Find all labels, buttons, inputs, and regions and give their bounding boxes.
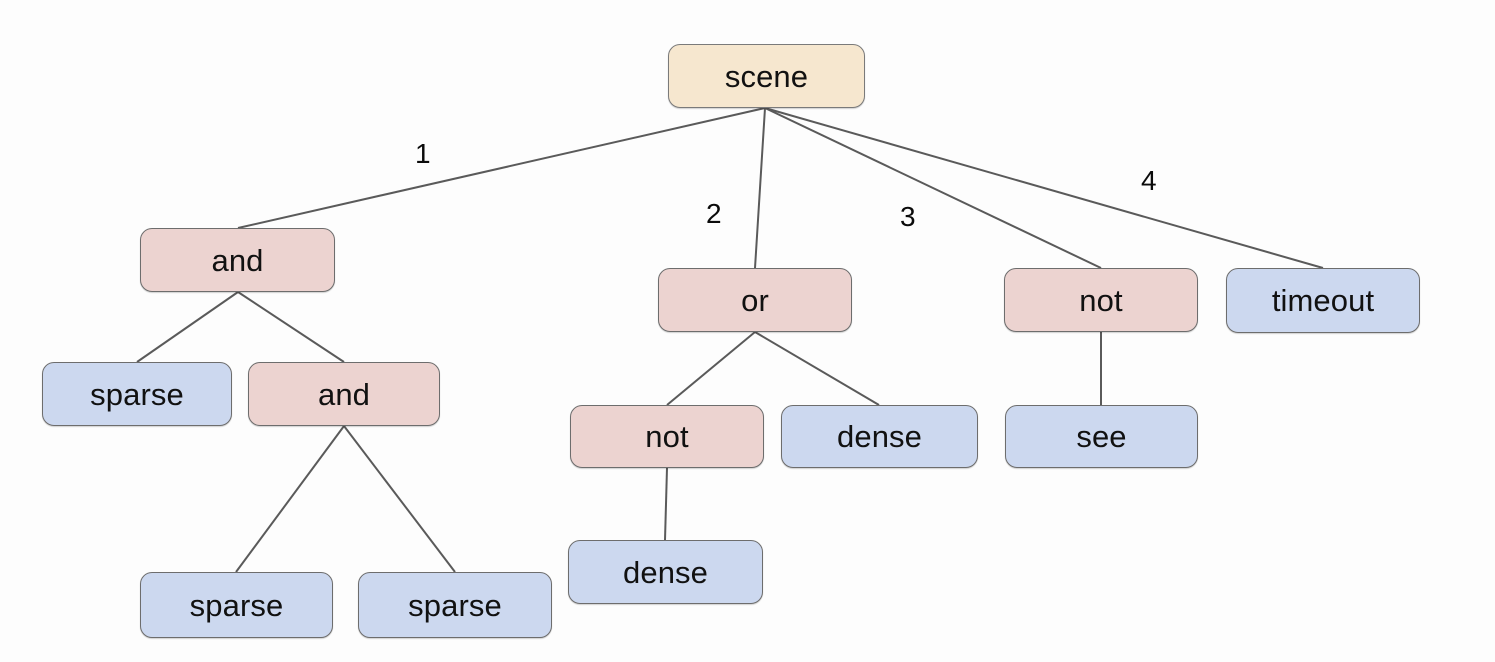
- tree-node-dense2[interactable]: dense: [568, 540, 763, 604]
- edge-label-3: 3: [900, 201, 916, 232]
- edge-label-2: 2: [706, 198, 722, 229]
- tree-node-label: or: [741, 282, 769, 318]
- tree-edge: [237, 291, 345, 363]
- tree-edge: [664, 467, 668, 541]
- tree-node-dense1[interactable]: dense: [781, 405, 978, 468]
- tree-node-label: sparse: [189, 587, 284, 623]
- tree-node-not2[interactable]: not: [570, 405, 764, 468]
- tree-node-sparse1[interactable]: sparse: [42, 362, 232, 426]
- edge-label-4: 4: [1141, 165, 1157, 196]
- tree-node-see1[interactable]: see: [1005, 405, 1198, 468]
- tree-edge: [136, 291, 239, 363]
- tree-node-and2[interactable]: and: [248, 362, 440, 426]
- tree-node-label: scene: [724, 58, 809, 94]
- tree-edge: [754, 107, 766, 269]
- tree-edge: [754, 331, 880, 406]
- tree-node-sparse2[interactable]: sparse: [140, 572, 333, 638]
- tree-node-not1[interactable]: not: [1004, 268, 1198, 332]
- tree-node-and1[interactable]: and: [140, 228, 335, 292]
- tree-edge: [237, 107, 766, 229]
- tree-node-label: and: [317, 376, 371, 412]
- tree-edge: [666, 331, 756, 406]
- edge-label-1: 1: [415, 138, 431, 169]
- tree-node-label: sparse: [408, 587, 502, 623]
- tree-node-label: sparse: [90, 376, 184, 412]
- tree-node-label: dense: [837, 419, 922, 454]
- tree-node-label: not: [1079, 282, 1123, 318]
- tree-edge: [764, 107, 1102, 269]
- tree-node-label: see: [1076, 419, 1127, 454]
- tree-node-label: dense: [623, 554, 708, 590]
- tree-edge: [235, 425, 345, 573]
- tree-node-label: and: [211, 242, 264, 278]
- tree-node-sparse3[interactable]: sparse: [358, 572, 552, 638]
- tree-edge: [764, 107, 1324, 269]
- tree-node-label: timeout: [1271, 283, 1375, 318]
- tree-edge: [343, 425, 456, 573]
- tree-node-label: not: [645, 419, 689, 454]
- tree-node-scene[interactable]: scene: [668, 44, 865, 108]
- tree-node-or1[interactable]: or: [658, 268, 852, 332]
- tree-node-timeout1[interactable]: timeout: [1226, 268, 1420, 333]
